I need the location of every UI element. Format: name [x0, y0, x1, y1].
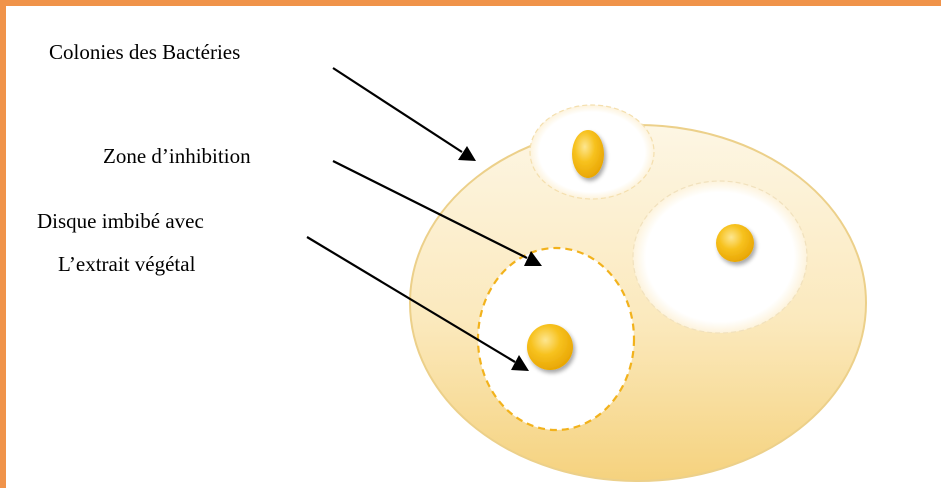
disc-right	[716, 224, 754, 262]
label-disque-line1: Disque imbibé avec	[37, 206, 204, 236]
label-colonies-bacteries: Colonies des Bactéries	[49, 37, 240, 67]
inhibition-zone-right	[633, 181, 807, 333]
arrow-colonies	[333, 68, 476, 161]
label-disque-line2: L’extrait végétal	[58, 249, 195, 279]
disc-highlighted	[527, 324, 573, 370]
label-zone-inhibition: Zone d’inhibition	[103, 141, 251, 171]
disc-top	[572, 130, 604, 178]
